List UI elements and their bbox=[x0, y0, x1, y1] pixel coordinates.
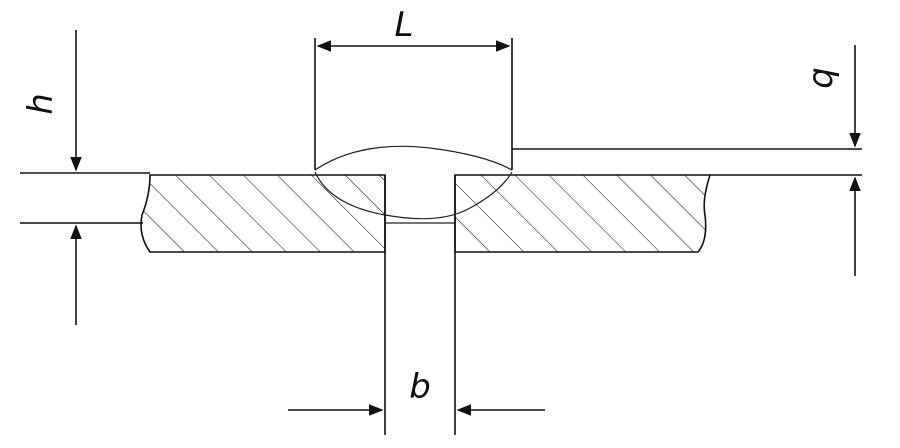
label-L: L bbox=[395, 5, 414, 45]
surface-reference-lines bbox=[20, 148, 862, 224]
root-gap-lines bbox=[384, 175, 456, 435]
dimension-q: q bbox=[801, 45, 861, 276]
label-h: h bbox=[21, 93, 61, 115]
weld-bead bbox=[314, 145, 513, 220]
label-q: q bbox=[801, 67, 841, 89]
right-plate bbox=[454, 174, 712, 253]
dimension-h: h bbox=[21, 30, 82, 325]
dimension-L: L bbox=[314, 5, 513, 170]
label-b: b bbox=[409, 367, 431, 407]
left-plate bbox=[140, 174, 386, 253]
dimension-b: b bbox=[288, 367, 545, 416]
